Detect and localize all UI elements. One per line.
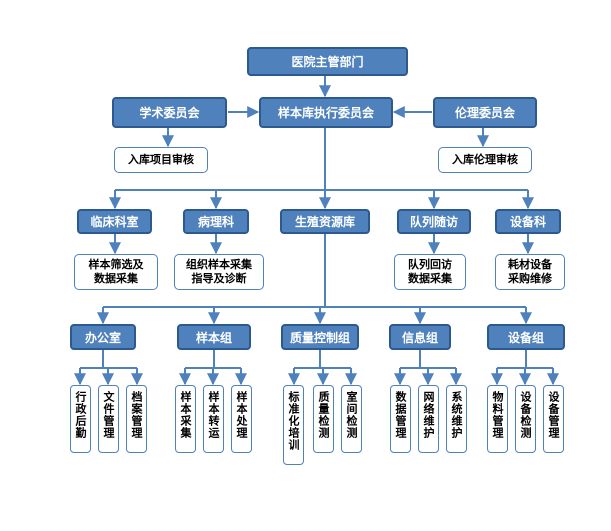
department-node: 队列随访 xyxy=(397,209,471,234)
duty-box: 文件管理 xyxy=(98,385,119,453)
duty-box: 档案管理 xyxy=(126,385,147,453)
department-task-box: 组织样本采集指导及诊断 xyxy=(174,254,264,290)
group-node: 信息组 xyxy=(389,324,451,350)
right-review-box: 入库伦理审核 xyxy=(438,147,532,173)
duty-box: 物料管理 xyxy=(487,385,508,453)
right-committee-node: 伦理委员会 xyxy=(433,97,537,128)
duty-box: 设备管理 xyxy=(543,385,564,453)
task-line: 组织样本采集 xyxy=(186,258,252,271)
duty-box: 标准化培训 xyxy=(283,385,304,465)
task-line: 队列回访 xyxy=(408,258,452,271)
department-node: 设备科 xyxy=(495,209,561,234)
left-review-box: 入库项目审核 xyxy=(114,147,208,173)
department-node: 生殖资源库 xyxy=(280,209,370,234)
duty-box: 样本处理 xyxy=(231,385,252,453)
group-node: 设备组 xyxy=(487,324,565,350)
duty-box: 数据管理 xyxy=(390,385,411,453)
duty-label: 系统维护 xyxy=(450,391,463,439)
department-task-box: 队列回访数据采集 xyxy=(394,254,466,290)
department-node: 病理科 xyxy=(183,209,249,234)
duty-label: 质量检测 xyxy=(317,391,330,439)
duty-label: 行政后勤 xyxy=(74,391,87,439)
duty-box: 系统维护 xyxy=(446,385,467,453)
task-line: 样本筛选及 xyxy=(88,258,144,271)
department-node: 临床科室 xyxy=(77,209,152,234)
duty-box: 质量检测 xyxy=(313,385,334,453)
group-node: 办公室 xyxy=(70,324,136,350)
duty-box: 设备检测 xyxy=(515,385,536,453)
duty-label: 样本采集 xyxy=(179,391,192,439)
group-node: 质量控制组 xyxy=(281,324,359,350)
duty-label: 文件管理 xyxy=(102,391,115,439)
duty-label: 样本转运 xyxy=(207,391,220,439)
task-line: 采购维修 xyxy=(508,272,552,285)
left-committee-node: 学术委员会 xyxy=(112,97,227,128)
duty-label: 设备检测 xyxy=(519,391,532,439)
task-line: 数据采集 xyxy=(94,272,138,285)
duty-box: 行政后勤 xyxy=(70,385,91,453)
duty-box: 样本采集 xyxy=(175,385,196,453)
top-node: 医院主管部门 xyxy=(247,47,408,76)
duty-label: 标准化培训 xyxy=(287,391,300,451)
duty-box: 样本转运 xyxy=(203,385,224,453)
task-line: 数据采集 xyxy=(408,272,452,285)
duty-label: 档案管理 xyxy=(130,391,143,439)
duty-box: 室间检测 xyxy=(341,385,362,453)
duty-label: 网络维护 xyxy=(422,391,435,439)
task-line: 指导及诊断 xyxy=(191,272,247,285)
duty-box: 网络维护 xyxy=(418,385,439,453)
group-node: 样本组 xyxy=(177,324,251,350)
center-committee-node: 样本库执行委员会 xyxy=(259,97,393,128)
duty-label: 设备管理 xyxy=(547,391,560,439)
duty-label: 室间检测 xyxy=(345,391,358,439)
task-line: 耗材设备 xyxy=(508,258,552,271)
duty-label: 样本处理 xyxy=(235,391,248,439)
department-task-box: 样本筛选及数据采集 xyxy=(74,254,158,290)
duty-label: 物料管理 xyxy=(491,391,504,439)
duty-label: 数据管理 xyxy=(394,391,407,439)
department-task-box: 耗材设备采购维修 xyxy=(495,254,565,290)
